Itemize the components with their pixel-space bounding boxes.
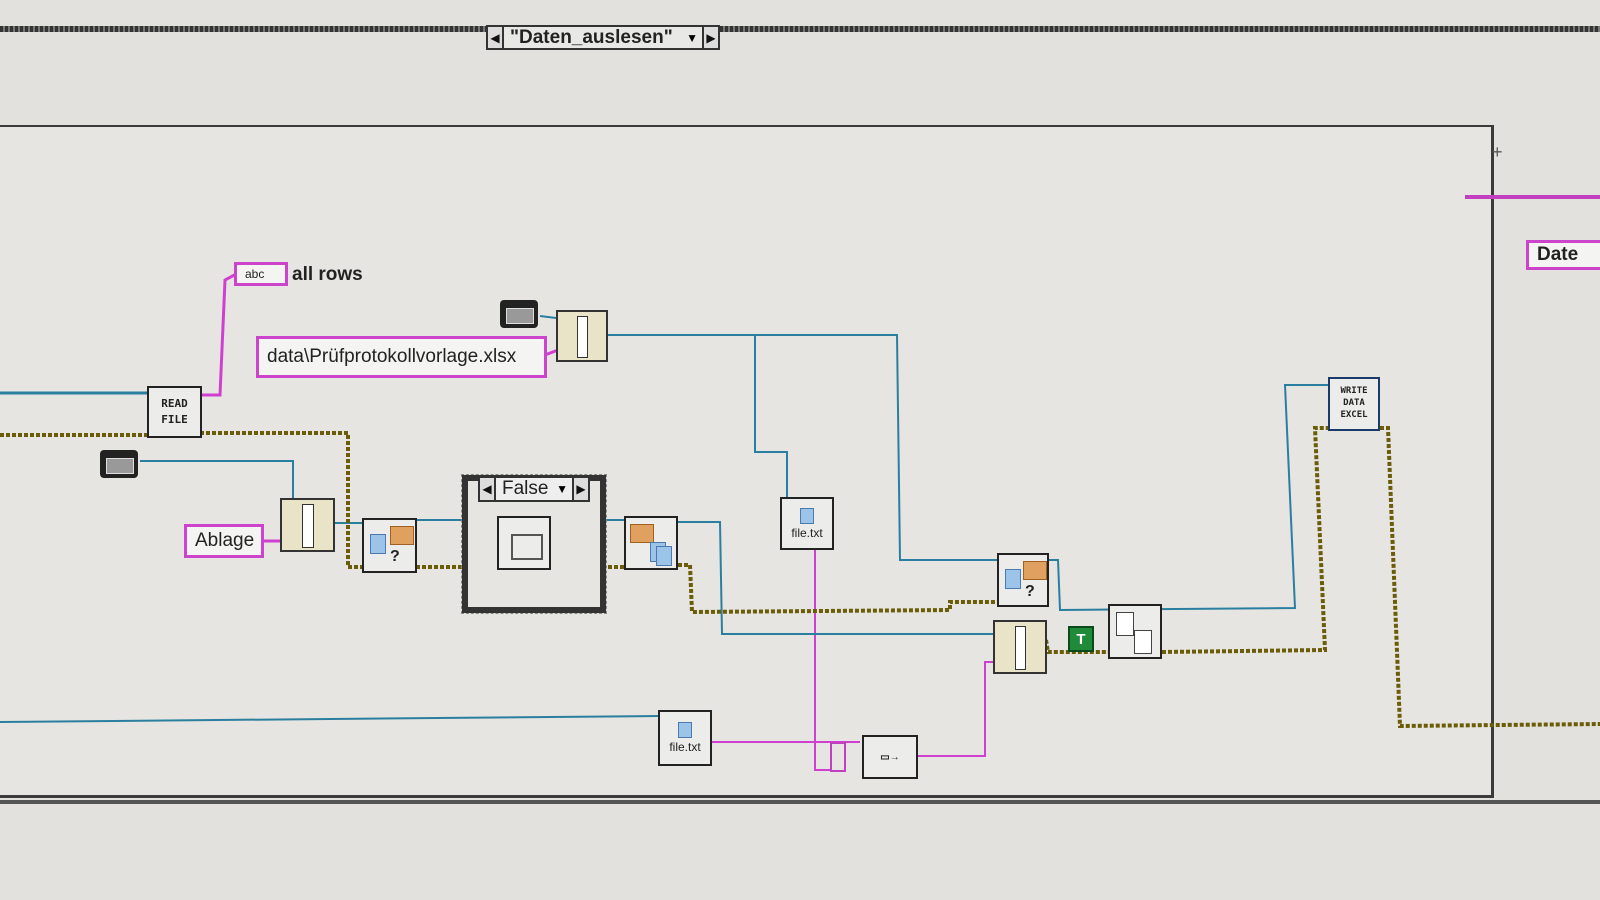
all-rows-indicator[interactable]: abc (234, 262, 288, 286)
dropdown-arrow-icon[interactable]: ▼ (686, 30, 698, 45)
file-path-text: file.txt (669, 740, 701, 754)
folder-icon (630, 524, 654, 543)
inner-case-selector[interactable]: ◀ False ▼ ▶ (478, 476, 590, 502)
document-icon (1005, 569, 1021, 589)
conversion-icon: ▭→ (880, 751, 900, 763)
application-directory-icon[interactable] (500, 300, 538, 328)
next-case-arrow[interactable]: ▶ (702, 27, 718, 48)
write-excel-line2: DATA (1343, 398, 1365, 409)
document-icon (370, 534, 386, 554)
document-icon (678, 722, 692, 738)
folder-name-constant[interactable]: Ablage (184, 524, 264, 558)
question-mark-icon: ? (390, 548, 400, 565)
error-wire (200, 431, 362, 569)
string-wire (814, 548, 830, 771)
all-rows-label: all rows (292, 264, 363, 285)
read-file-subvi[interactable]: READ FILE (147, 386, 202, 438)
read-file-line2: FILE (161, 413, 188, 426)
file-path-constant[interactable]: file.txt (658, 710, 712, 766)
case-selector[interactable]: ◀ "Daten_auslesen" ▼ ▶ (486, 25, 720, 50)
inner-case-value: False (502, 478, 549, 499)
prev-case-arrow[interactable]: ◀ (480, 478, 496, 500)
document-icon (1134, 630, 1152, 654)
folder-icon (390, 526, 414, 545)
copy-node[interactable] (1108, 604, 1162, 659)
path-wire (754, 335, 788, 500)
folder-icon (1023, 561, 1047, 580)
document-icon (656, 546, 672, 566)
string-wire (200, 270, 241, 397)
write-excel-line3: EXCEL (1340, 409, 1368, 420)
template-path-constant[interactable]: data\Prüfprotokollvorlage.xlsx (256, 336, 547, 378)
error-wire (1161, 426, 1330, 654)
question-mark-icon: ? (1025, 583, 1035, 600)
file-path-text: file.txt (791, 525, 823, 540)
crosshair-cursor-icon: + (1492, 142, 1503, 162)
build-path-node[interactable] (280, 498, 335, 552)
path-wire (140, 460, 294, 500)
write-excel-line1: WRITE (1340, 386, 1368, 397)
path-wire (0, 715, 661, 723)
document-icon (1116, 612, 1134, 636)
all-rows-indicator-text: abc (245, 267, 265, 281)
template-path-text: data\Prüfprotokollvorlage.xlsx (267, 346, 517, 367)
path-wire (608, 334, 998, 561)
check-if-file-exists-node[interactable]: ? (362, 518, 417, 573)
build-path-node[interactable] (993, 620, 1047, 674)
string-wire (918, 661, 993, 757)
build-path-node[interactable] (556, 310, 608, 362)
error-wire (1044, 639, 1110, 654)
prev-case-arrow[interactable]: ◀ (488, 27, 504, 48)
case-selector-value: "Daten_auslesen" (510, 26, 673, 48)
path-wire (1048, 384, 1330, 612)
document-icon (800, 507, 814, 524)
dropdown-arrow-icon[interactable]: ▼ (556, 482, 568, 496)
case-structure-border (0, 26, 1600, 32)
date-constant-text: Date (1537, 244, 1579, 265)
array-constant[interactable] (830, 742, 846, 772)
write-data-excel-subvi[interactable]: WRITE DATA EXCEL (1328, 377, 1380, 431)
copy-file-node[interactable] (624, 516, 678, 570)
date-constant[interactable]: Date (1526, 240, 1600, 270)
path-wire (539, 315, 557, 319)
file-path-constant[interactable]: file.txt (780, 497, 834, 550)
check-if-file-exists-node[interactable]: ? (997, 553, 1049, 607)
folder-icon (511, 534, 543, 560)
path-wire (678, 521, 995, 635)
path-to-string-node[interactable]: ▭→ (862, 735, 918, 779)
next-case-arrow[interactable]: ▶ (572, 478, 588, 500)
create-folder-node[interactable] (497, 516, 551, 570)
error-wire (678, 563, 998, 615)
error-wire (1380, 426, 1600, 729)
true-constant[interactable]: T (1068, 626, 1094, 652)
string-wire (544, 348, 559, 357)
case-structure-bottom-border (0, 800, 1600, 804)
folder-name-text: Ablage (195, 530, 255, 551)
read-file-line1: READ (161, 396, 188, 410)
application-directory-icon[interactable] (100, 450, 138, 478)
